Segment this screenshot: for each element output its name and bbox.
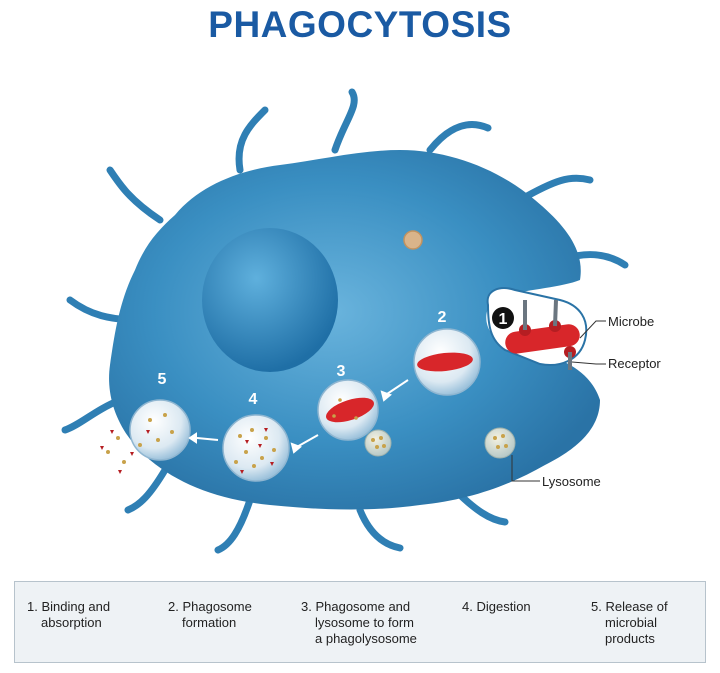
receptor [523,299,572,370]
label-receptor: Receptor [608,356,661,371]
step-4: 4. Digestion [462,599,531,614]
digestion-vesicle [222,414,290,482]
microbe-in-phagolysosome [326,397,374,423]
label-microbe: Microbe [608,314,654,329]
step-3: 3. Phagosome and lysosome to form a phag… [301,599,417,646]
stage-1-binding: 1 [492,299,580,370]
stage-number-2: 2 [438,309,447,326]
stage-2-phagosome: 2 [413,309,481,396]
granules [332,398,386,449]
steps-legend: 1. Binding and absorption 2. Phagosome f… [14,581,706,663]
label-lysosome: Lysosome [542,474,601,489]
nucleus [202,228,338,372]
diagram-title: PHAGOCYTOSIS [208,4,512,45]
digested-fragments [234,428,276,474]
stage-number-4: 4 [249,391,258,408]
stage-number-1: 1 [499,311,508,328]
step-5: 5. Release of microbial products [591,599,668,646]
lysosome [484,427,516,459]
process-arrows [188,379,409,454]
engulfed-microbe [417,352,473,372]
lysosome-fusing [364,429,392,457]
step-1: 1. Binding and absorption [27,599,111,630]
step-2: 2. Phagosome formation [168,599,252,630]
stage-5-release: 5 [100,371,191,474]
cell-body [109,150,601,510]
label-leaders [511,320,606,482]
stage-number-5: 5 [158,371,167,388]
stage-marker-1 [492,307,514,329]
lysosome-granules [493,434,508,449]
lysosome-small [403,230,423,250]
release-vesicle [129,399,191,461]
released-products [100,413,174,474]
phagocytosis-diagram: 1 2 3 4 [61,88,661,554]
stage-3-phagolysosome: 3 [317,363,392,457]
stage-4-digestion: 4 [222,391,290,482]
stage-number-3: 3 [337,363,346,380]
